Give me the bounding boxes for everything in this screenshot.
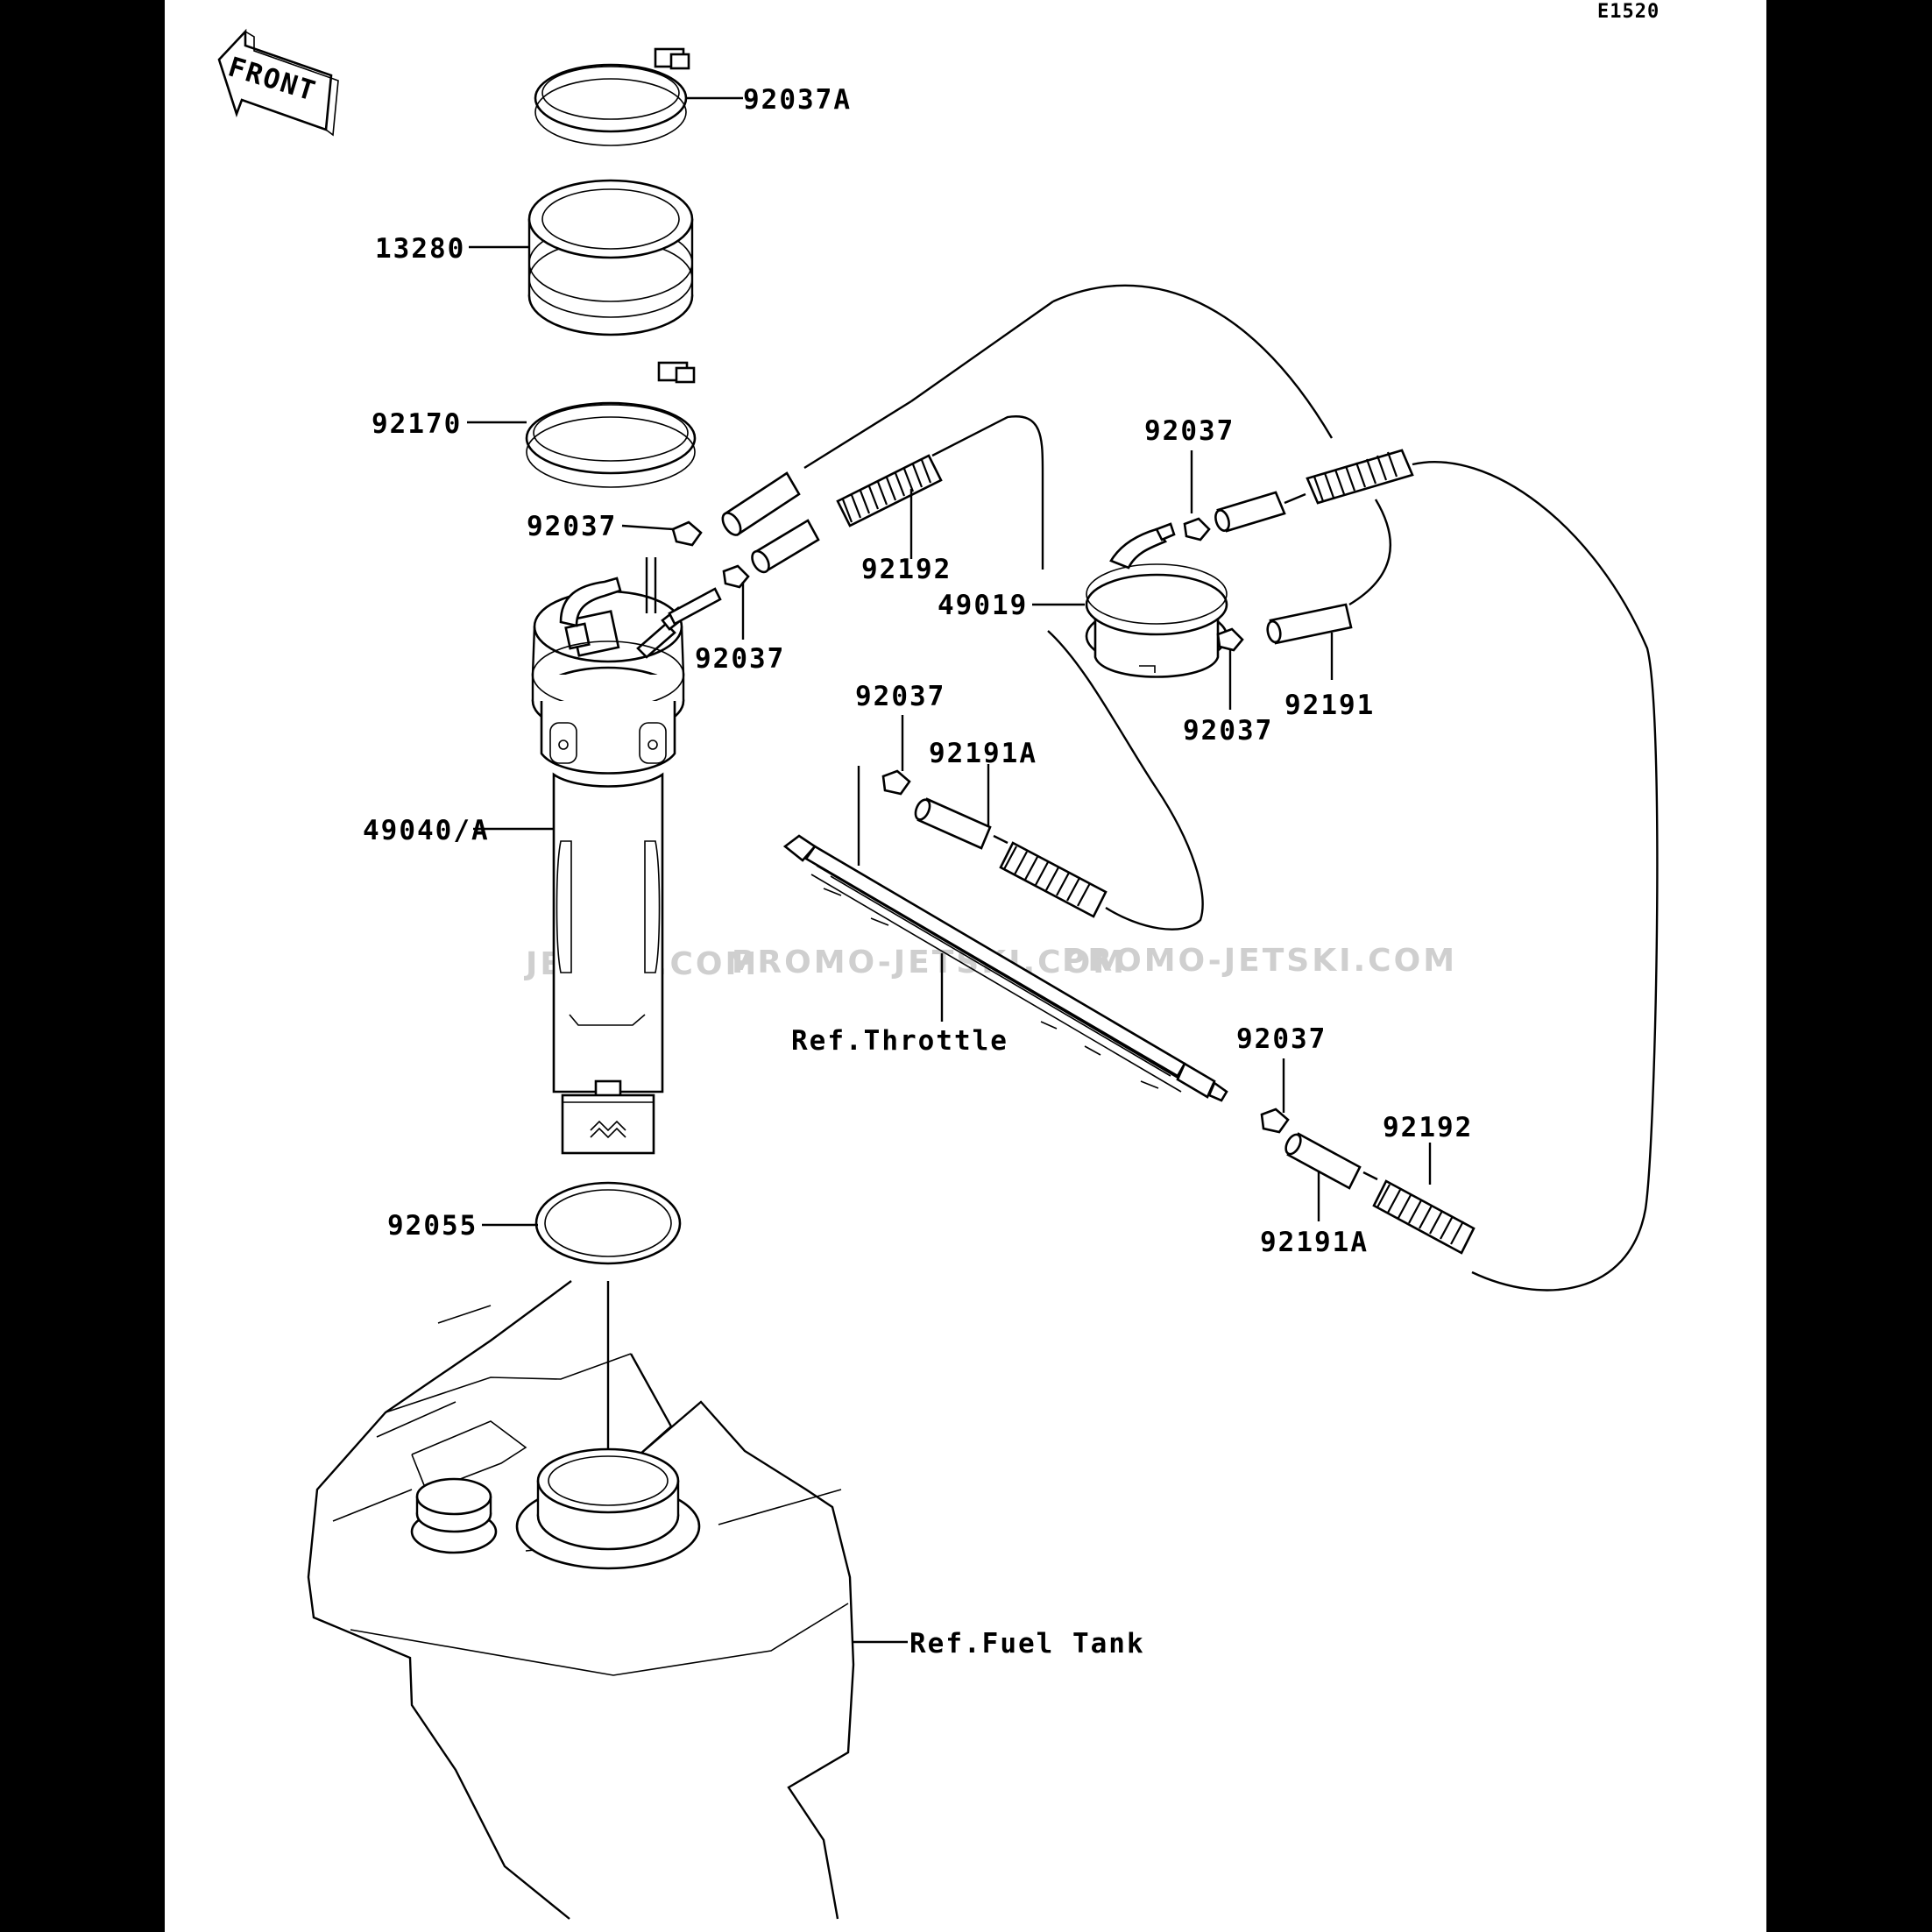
hose-pipes-throttle <box>881 769 1108 918</box>
label-92037-filter-top: 92037 <box>1144 415 1235 447</box>
label-49019: 49019 <box>938 590 1028 621</box>
o-ring-92055 <box>534 1181 682 1265</box>
watermark-3: PROMO-JETSKI.COM <box>1062 943 1457 979</box>
label-92170: 92170 <box>372 408 462 440</box>
label-13280: 13280 <box>375 233 465 265</box>
label-92037-mid: 92037 <box>695 643 785 675</box>
label-92037a: 92037A <box>743 84 852 116</box>
fuel-filter-49019 <box>1085 522 1228 678</box>
label-92037-filter-bottom: 92037 <box>1183 715 1273 747</box>
rubber-sleeve-13280 <box>527 179 694 336</box>
hose-pipes-filter <box>1183 449 1414 652</box>
label-92037-left: 92037 <box>527 511 617 542</box>
label-92192-upper: 92192 <box>861 554 952 585</box>
label-92191a-upper: 92191A <box>929 738 1037 769</box>
front-arrow-icon: FRONT <box>217 28 339 137</box>
hose-pipes-upper <box>668 454 943 626</box>
watermark-2: PROMO-JETSKI.COM <box>732 945 1127 980</box>
label-92037-lower: 92037 <box>1236 1023 1327 1055</box>
hose-clamp-92170 <box>525 361 697 488</box>
label-92037-throttle: 92037 <box>855 681 945 712</box>
fuel-tank-ref <box>307 1280 855 1920</box>
label-92192-lower: 92192 <box>1383 1112 1473 1143</box>
hose-clamp-92037a <box>534 47 690 146</box>
label-92191a-lower: 92191A <box>1260 1227 1369 1258</box>
diagram-sheet <box>165 0 1766 1932</box>
diagram-code: E1520 <box>1597 1 1660 23</box>
throttle-cable-ref <box>782 834 1228 1102</box>
label-92191: 92191 <box>1284 690 1375 721</box>
small-clamp-92037-left <box>671 520 703 547</box>
ref-fuel-tank: Ref.Fuel Tank <box>909 1628 1145 1660</box>
label-49040a: 49040/A <box>363 815 490 846</box>
label-92055: 92055 <box>387 1210 478 1242</box>
hose-pipes-lower <box>1260 1108 1476 1255</box>
fuel-pump-49040a <box>531 557 687 1155</box>
ref-throttle: Ref.Throttle <box>791 1025 1008 1057</box>
